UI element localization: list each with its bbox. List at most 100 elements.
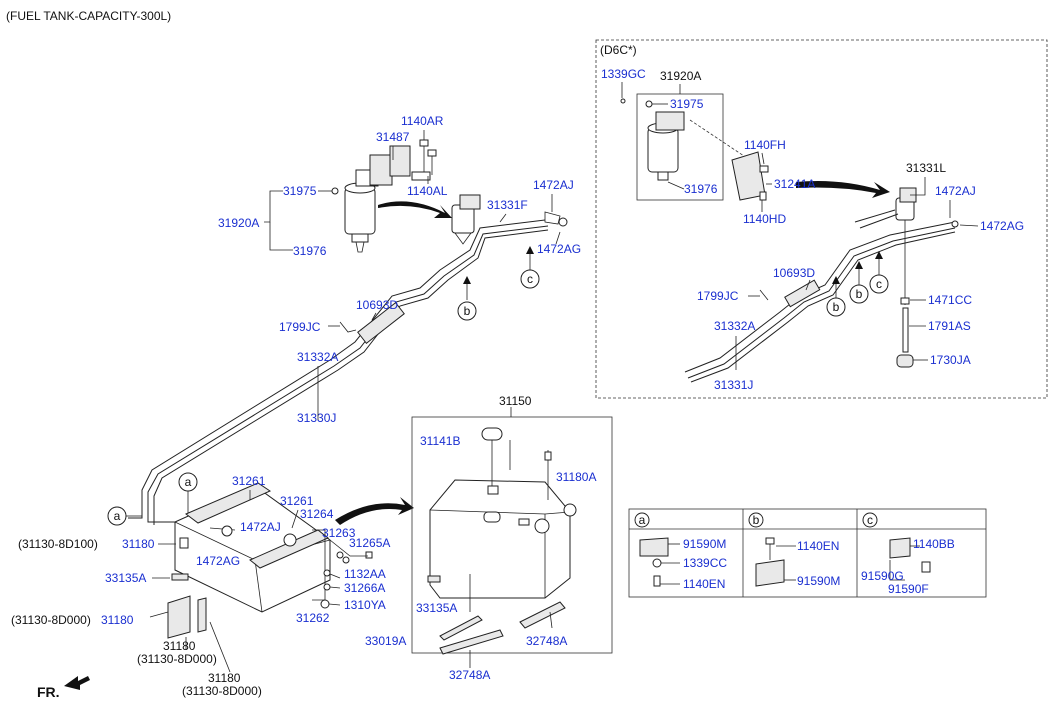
d6c-variant-box	[595, 39, 1048, 399]
label-31262: 31262	[296, 611, 330, 625]
label-31180A: 31180A	[556, 470, 596, 484]
label-1472AJ: 1472AJ	[533, 178, 574, 192]
pad-detail	[427, 575, 441, 583]
strap-pad-detail-left	[439, 615, 483, 641]
label-1799JC: 1799JC	[279, 320, 321, 334]
label-d6c-1730JA: 1730JA	[930, 353, 971, 367]
label-33019A: 33019A	[365, 634, 406, 648]
leader-lines-d6c	[621, 82, 979, 370]
label-31975: 31975	[283, 184, 317, 198]
label-d6c-31976: 31976	[684, 182, 718, 196]
label-d6c-10693D: 10693D	[773, 266, 815, 280]
fastener-legend-table	[628, 508, 987, 598]
label-d6c-1471CC: 1471CC	[928, 293, 972, 307]
label-32748A-b: 32748A	[449, 668, 490, 682]
d6c-direction-arrow	[796, 181, 890, 198]
legend-c-label-3: 91590F	[888, 582, 929, 596]
label-31141B: 31141B	[420, 434, 460, 448]
label-1140AR: 1140AR	[401, 114, 444, 128]
tank-strap-pad	[167, 595, 191, 639]
label-31263: 31263	[322, 526, 356, 540]
tank-pad-small	[171, 573, 189, 581]
fuel-tank-detail	[429, 427, 577, 599]
label-31150: 31150	[499, 394, 532, 408]
tank-strap	[197, 597, 207, 633]
tank-detail-box	[411, 416, 613, 654]
label-d6c-1140HD: 1140HD	[743, 212, 786, 226]
label-31920A: 31920A	[218, 216, 259, 230]
label-31261-a: 31261	[232, 474, 266, 488]
part-labels-d6c: 1339GC 31920A 31975 31976 1140FH 31241A …	[601, 67, 1024, 392]
legend-c-letter: c	[867, 513, 873, 527]
label-31180-a: 31180	[122, 537, 155, 551]
label-d6c-31975: 31975	[670, 97, 704, 111]
legend-c-label-1: 1140BB	[913, 537, 955, 551]
label-1472AG-b: 1472AG	[196, 554, 240, 568]
front-direction-arrow	[64, 676, 90, 690]
d6c-fuel-filter	[620, 98, 685, 181]
part-labels-main: 1140AR 31487 31975 1140AL 31920A 31976 3…	[11, 114, 596, 698]
label-31265A: 31265A	[349, 536, 390, 550]
label-31180-a-code: (31130-8D100)	[18, 537, 98, 551]
label-1132AA: 1132AA	[344, 567, 386, 581]
legend-c-parts	[889, 537, 931, 581]
label-d6c-31331L: 31331L	[906, 161, 946, 175]
label-d6c-31332A: 31332A	[714, 319, 755, 333]
d6c-drain-tube	[896, 297, 914, 368]
strap-detail-right	[519, 601, 566, 629]
label-d6c-1799JC: 1799JC	[697, 289, 739, 303]
legend-b-letter: b	[753, 513, 760, 527]
label-d6c-1472AG: 1472AG	[980, 219, 1024, 233]
label-d6c-1339GC: 1339GC	[601, 67, 646, 81]
callout-b-circle	[457, 301, 477, 321]
d6c-callout-b-circle-2	[849, 284, 869, 304]
d6c-bracket	[731, 151, 769, 201]
d6c-callout-b-label-1: b	[833, 300, 840, 314]
label-32748A-a: 32748A	[526, 634, 567, 648]
callout-a-label-left: a	[114, 509, 121, 523]
label-d6c-31920A: 31920A	[660, 69, 701, 83]
legend-c-circle	[862, 512, 878, 528]
legend-a-letter: a	[639, 513, 646, 527]
label-31331F: 31331F	[487, 198, 528, 212]
direction-arrow-left-filter	[378, 201, 452, 218]
legend-a-label-2: 1339CC	[683, 556, 727, 570]
tank-band-fasteners	[320, 539, 373, 609]
d6c-filter-head	[895, 187, 917, 221]
d6c-fuel-line	[684, 209, 959, 383]
callout-a-label-upper: a	[185, 475, 192, 489]
d6c-callout-b-circle-1	[826, 297, 846, 317]
d6c-callout-c-label: c	[876, 277, 882, 291]
label-d6c-31241A: 31241A	[774, 177, 815, 191]
legend-b-circle	[748, 512, 764, 528]
legend-a-label-1: 91590M	[683, 537, 726, 551]
d6c-title: (D6C*)	[600, 43, 637, 57]
label-1140AL: 1140AL	[407, 184, 448, 198]
label-31180-c: 31180	[163, 639, 196, 653]
label-31264: 31264	[300, 507, 334, 521]
d6c-callout-c-circle	[869, 274, 889, 294]
label-10693D: 10693D	[356, 298, 398, 312]
label-31332A: 31332A	[297, 350, 338, 364]
front-direction-label: FR.	[37, 684, 60, 700]
label-1310YA: 1310YA	[344, 598, 386, 612]
label-31266A: 31266A	[344, 581, 385, 595]
label-31180-d-code: (31130-8D000)	[182, 684, 262, 698]
label-31180-b-code: (31130-8D000)	[11, 613, 91, 627]
label-33135A-b: 33135A	[416, 601, 457, 615]
legend-a-parts	[639, 537, 680, 587]
legend-a-circle	[634, 512, 650, 528]
fuel-filter-head	[451, 194, 481, 245]
label-d6c-1472AJ: 1472AJ	[935, 184, 976, 198]
legend-b-parts	[755, 537, 796, 587]
label-31180-d: 31180	[208, 671, 241, 685]
leader-lines-main	[152, 130, 561, 606]
label-31330J: 31330J	[297, 411, 336, 425]
label-d6c-31331J: 31331J	[714, 378, 753, 392]
label-31487: 31487	[376, 130, 410, 144]
label-d6c-1791AS: 1791AS	[928, 319, 971, 333]
legend-a-label-3: 1140EN	[683, 577, 725, 591]
fuel-tank-left	[174, 482, 331, 613]
label-31180-c-code: (31130-8D000)	[137, 652, 217, 666]
label-1472AJ-b: 1472AJ	[240, 520, 281, 534]
